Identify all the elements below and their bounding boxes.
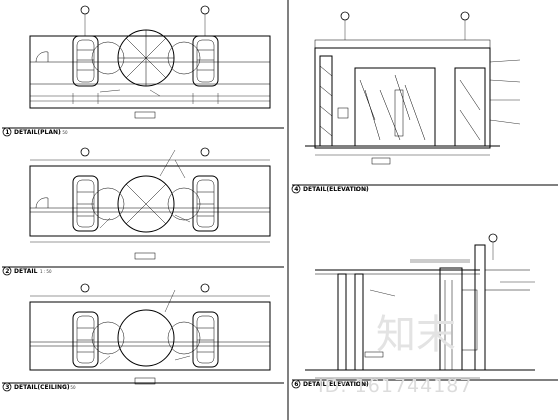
panel-title: DETAIL xyxy=(14,268,38,275)
ceiling-panel xyxy=(29,283,271,385)
title-bar-4: 4 DETAIL(ELEVATION) 1 : 50 xyxy=(291,184,558,194)
detail-panel xyxy=(29,147,271,260)
panel-scale: 1 : 50 xyxy=(40,269,52,274)
title-bar-2: 2 DETAIL 1 : 50 xyxy=(2,266,284,276)
left-pillar xyxy=(72,35,99,87)
title-bar-6: 6 DETAIL(ELEVATION) 1 : 50 xyxy=(291,379,558,389)
panel-title: DETAIL(ELEVATION) xyxy=(303,186,369,193)
ceiling-outline xyxy=(29,301,271,371)
plan-outline xyxy=(29,35,271,109)
panel-scale: 1 : 50 xyxy=(355,382,367,387)
panel-number: 2 xyxy=(5,268,9,275)
title-bar-1: 1 DETAIL(PLAN) 1 : 50 xyxy=(2,127,284,137)
panel-title: DETAIL(PLAN) xyxy=(14,129,61,136)
elevation-panel-bottom xyxy=(305,233,535,379)
elevation-panel-top xyxy=(305,11,521,165)
panel-scale: 1 : 50 xyxy=(56,130,68,135)
panel-number: 6 xyxy=(294,381,298,388)
panel-number: 1 xyxy=(5,129,9,136)
watermark-id: ID: 161744187 xyxy=(318,375,472,397)
panel-title: DETAIL(CEILING) xyxy=(14,384,70,391)
panel-number: 3 xyxy=(5,384,9,391)
watermark-logo: 知末 xyxy=(376,312,456,358)
detail-outline xyxy=(29,165,271,237)
panel-number: 4 xyxy=(294,186,298,193)
title-bar-3: 3 DETAIL(CEILING) 1 : 50 xyxy=(2,382,284,392)
panel-scale: 1 : 50 xyxy=(355,187,367,192)
panel-scale: 1 : 50 xyxy=(64,385,76,390)
panel-title: DETAIL(ELEVATION) xyxy=(303,381,369,388)
plan-panel xyxy=(29,5,271,119)
watermark: 知末 ID: 161744187 xyxy=(318,312,472,397)
right-pillar xyxy=(192,35,219,87)
